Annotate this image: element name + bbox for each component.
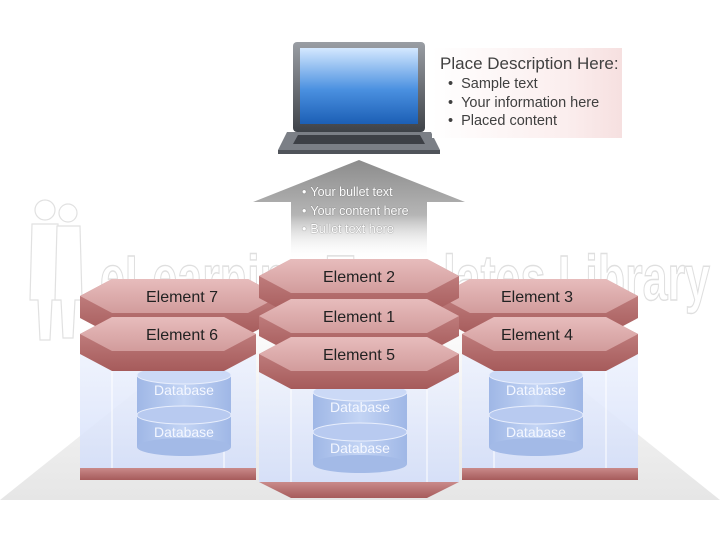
arrow-bullet-list: Your bullet text Your content here Bulle… [302,183,409,239]
hex-element-5: Element 5 [259,337,459,389]
database-right-icon: Database Database [488,365,584,456]
database-left-bottom-label: Database [154,424,214,440]
element-2-label: Element 2 [323,269,395,286]
database-center-icon: Database Database [312,382,408,473]
element-7-label: Element 7 [146,289,218,306]
description-bullet: Sample text [448,75,599,94]
database-right-top-label: Database [506,382,566,398]
hex-element-6: Element 6 [80,317,256,371]
arrow-bullet: Bullet text here [302,220,409,239]
description-bullet: Your information here [448,94,599,113]
element-4-label: Element 4 [501,327,573,344]
element-3-label: Element 3 [501,289,573,306]
database-left-top-label: Database [154,382,214,398]
description-title: Place Description Here: [440,54,619,73]
database-center-bottom-label: Database [330,440,390,456]
element-5-label: Element 5 [323,347,395,364]
element-6-label: Element 6 [146,327,218,344]
element-1-label: Element 1 [323,309,395,326]
database-right-bottom-label: Database [506,424,566,440]
arrow-bullet: Your bullet text [302,183,409,202]
description-list: Sample text Your information here Placed… [448,75,599,131]
hex-element-4: Element 4 [462,317,638,371]
description-bullet: Placed content [448,112,599,131]
arrow-bullet: Your content here [302,202,408,221]
database-left-icon: Database Database [136,365,232,456]
database-center-top-label: Database [330,399,390,415]
laptop-icon [278,42,440,154]
